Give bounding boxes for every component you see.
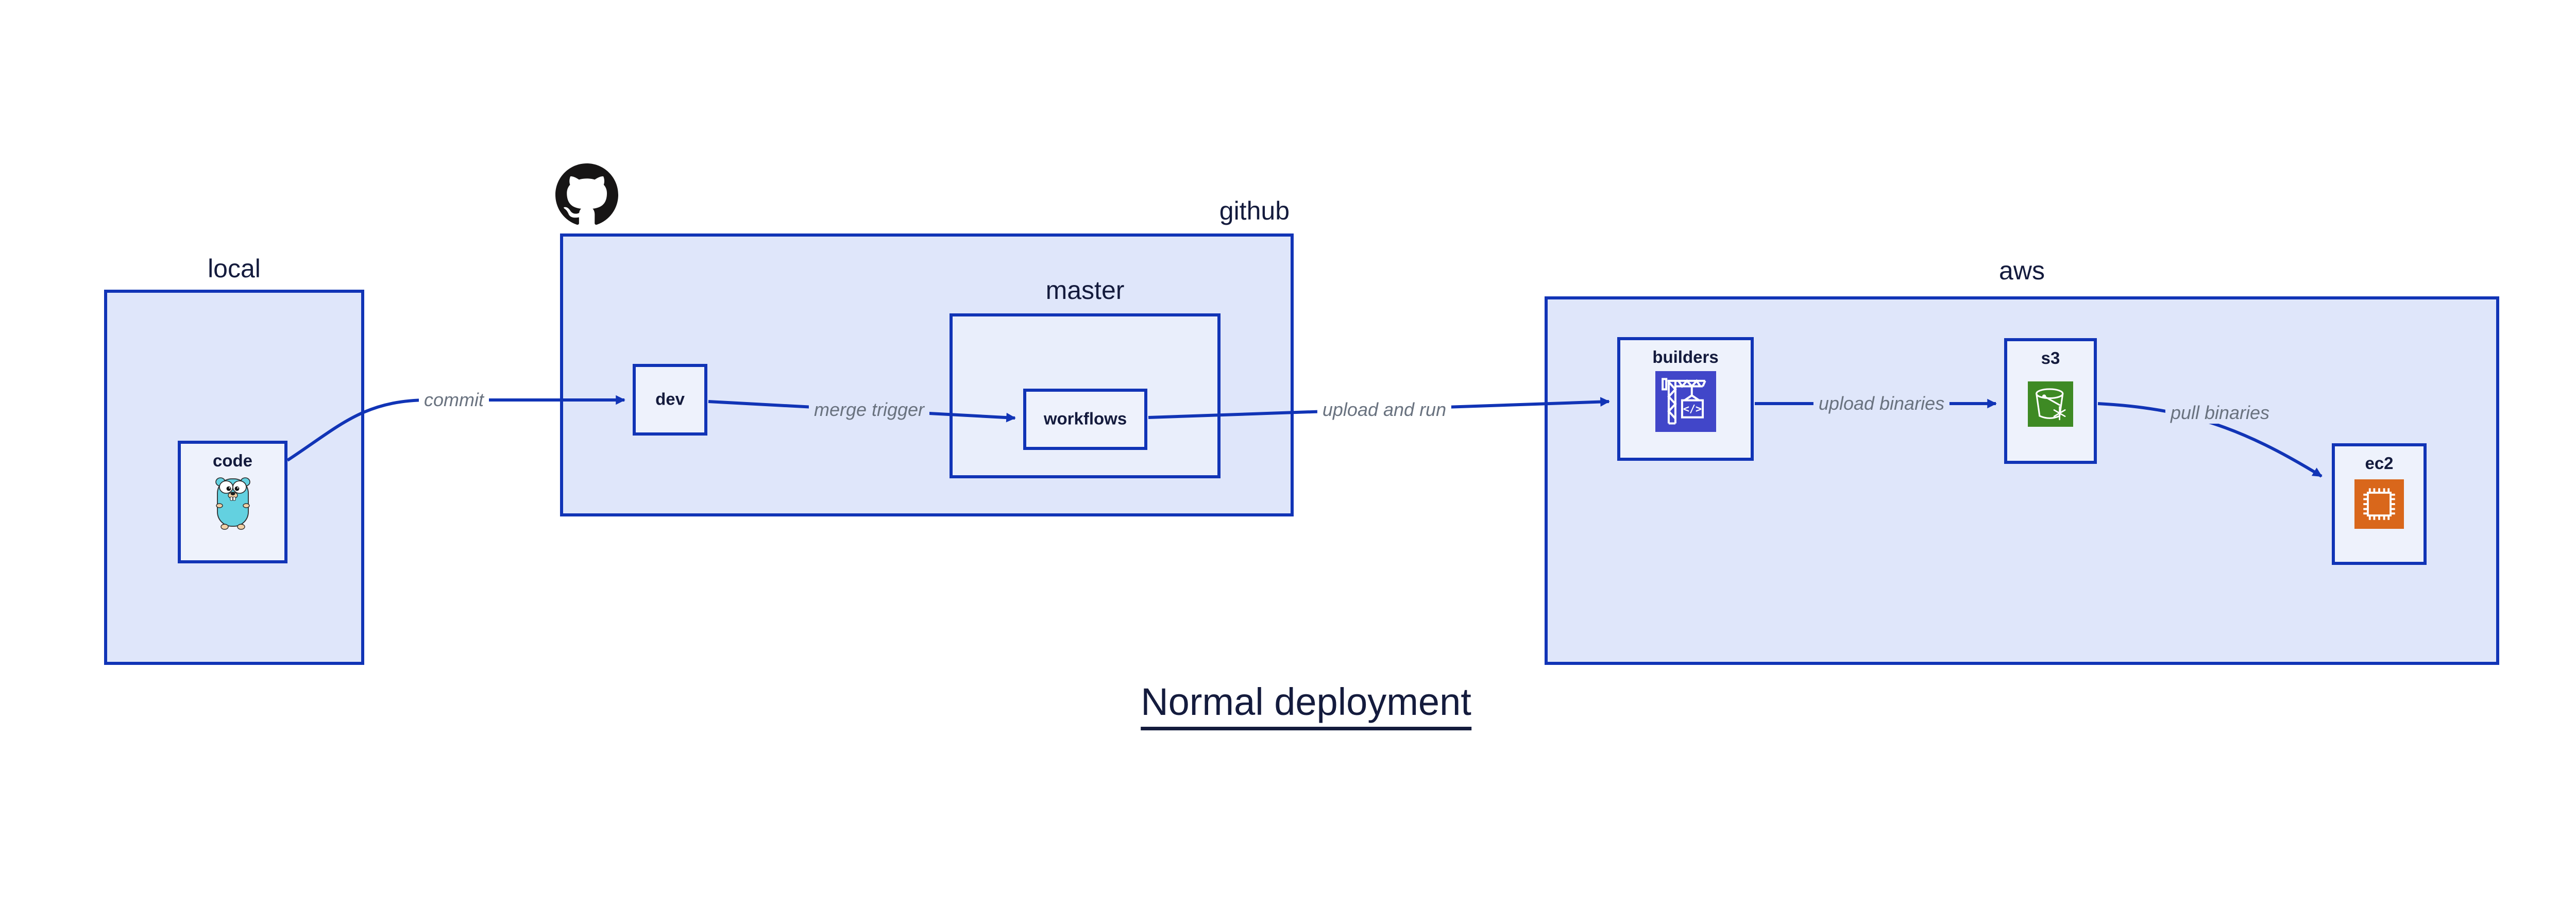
edge-merge-trigger-label: merge trigger bbox=[808, 399, 930, 421]
group-aws-label: aws bbox=[1999, 256, 2045, 285]
svg-text:</>: </> bbox=[1683, 403, 1701, 415]
node-builders-label: builders bbox=[1652, 347, 1719, 366]
node-workflows-label: workflows bbox=[1043, 408, 1127, 428]
diagram-title: Normal deployment bbox=[1141, 681, 1471, 730]
node-ec2: ec2 bbox=[2332, 443, 2427, 565]
node-builders: builders </> bbox=[1617, 337, 1754, 461]
node-dev: dev bbox=[633, 364, 707, 436]
node-s3: s3 bbox=[2004, 338, 2097, 464]
node-dev-label: dev bbox=[655, 389, 685, 408]
edge-upload-and-run-label: upload and run bbox=[1317, 399, 1452, 421]
node-ec2-label: ec2 bbox=[2365, 454, 2394, 473]
github-octocat-icon bbox=[555, 163, 618, 225]
edge-commit-label: commit bbox=[419, 389, 489, 411]
edge-upload-binaries-label: upload binaries bbox=[1813, 393, 1950, 414]
edge-pull-binaries-label: pull binaries bbox=[2165, 402, 2275, 424]
node-workflows: workflows bbox=[1023, 389, 1147, 450]
node-code: code bbox=[178, 441, 287, 563]
aws-codebuild-icon: </> bbox=[1655, 371, 1716, 432]
group-github-label: github bbox=[1219, 196, 1290, 225]
aws-s3-bucket-icon bbox=[2028, 381, 2073, 427]
node-code-label: code bbox=[212, 451, 253, 470]
aws-ec2-chip-icon bbox=[2354, 479, 2404, 529]
group-local-label: local bbox=[208, 254, 261, 283]
node-s3-label: s3 bbox=[2041, 348, 2060, 368]
go-gopher-icon bbox=[215, 477, 250, 530]
group-master-label: master bbox=[1045, 276, 1125, 305]
